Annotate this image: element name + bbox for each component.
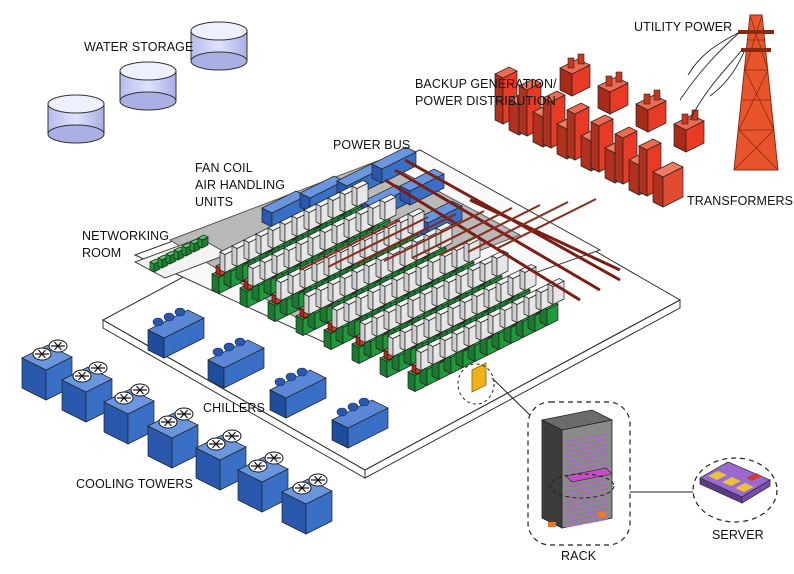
highlighted-rack [471,362,487,393]
cabinet [447,300,465,328]
bus-branch [383,210,485,262]
cabinet [407,292,425,320]
chiller-icon [269,367,327,419]
transformers [559,53,705,153]
chiller-icon [207,337,265,389]
server-label: SERVER [712,528,764,542]
network-rack [157,254,169,269]
transformers-label: TRANSFORMERS [687,194,794,208]
cooling-tower-icon [103,383,155,445]
cabinet [483,282,501,310]
cabinet [427,338,445,366]
backup-generators [494,66,684,208]
water-tank-icon [190,21,248,71]
bus-branch [299,219,401,271]
backup-generation-label: BACKUP GENERATION/ POWER DISTRIBUTION [415,77,557,108]
cabinet [403,266,421,294]
bus-branch [327,216,429,268]
transformer-icon [673,109,705,153]
cabinet [379,194,397,222]
cabinet [491,250,509,278]
bus-branch [467,201,569,253]
cabinet [399,324,417,352]
fan-coil-label: FAN COIL AIR HANDLING UNITS [195,161,286,209]
rack-label: RACK [561,549,597,563]
generator-icon [542,90,566,149]
bus-line [384,178,581,302]
cooling-tower-icon [147,407,199,469]
transformer-icon [635,89,667,133]
rack-icon [540,409,615,529]
network-rack [197,234,209,249]
utility-power-label: UTILITY POWER [634,20,733,34]
server-icon [699,461,771,504]
generator-icon [652,161,684,208]
bus-branch [439,204,541,256]
power-bus-label: POWER BUS [333,138,411,152]
cabinet [415,344,433,372]
water-storage-label: WATER STORAGE [84,40,194,54]
water-tank-icon [119,61,177,111]
cooling-tower-icon [61,361,113,423]
bus-branch [355,213,457,265]
rack-callout [527,401,631,546]
transformer-icon [597,71,629,115]
utility-tower-icon [679,14,779,171]
bus-branch [411,207,513,259]
chiller-icon [331,397,389,449]
server-callout [692,457,778,523]
transformer-icon [559,53,591,97]
cabinet [351,180,369,208]
cooling-tower-icon [237,451,289,513]
cooling-towers-label: COOLING TOWERS [76,477,193,491]
networking-room-label: NETWORKING ROOM [82,229,170,260]
bus-branch [495,198,597,250]
chiller-icon [147,307,205,359]
cabinet [451,242,469,270]
cooling-tower-icon [281,473,333,535]
power-bus [299,158,621,302]
cabinet [283,242,301,270]
networking-room [133,234,230,279]
water-tank-icon [47,94,105,144]
water-storage-tanks [47,21,248,144]
bus-line [469,198,621,272]
chillers-label: CHILLERS [203,401,265,415]
cabinet [495,276,513,304]
chillers [147,307,389,449]
bus-line [394,168,601,292]
cooling-towers [21,339,333,535]
